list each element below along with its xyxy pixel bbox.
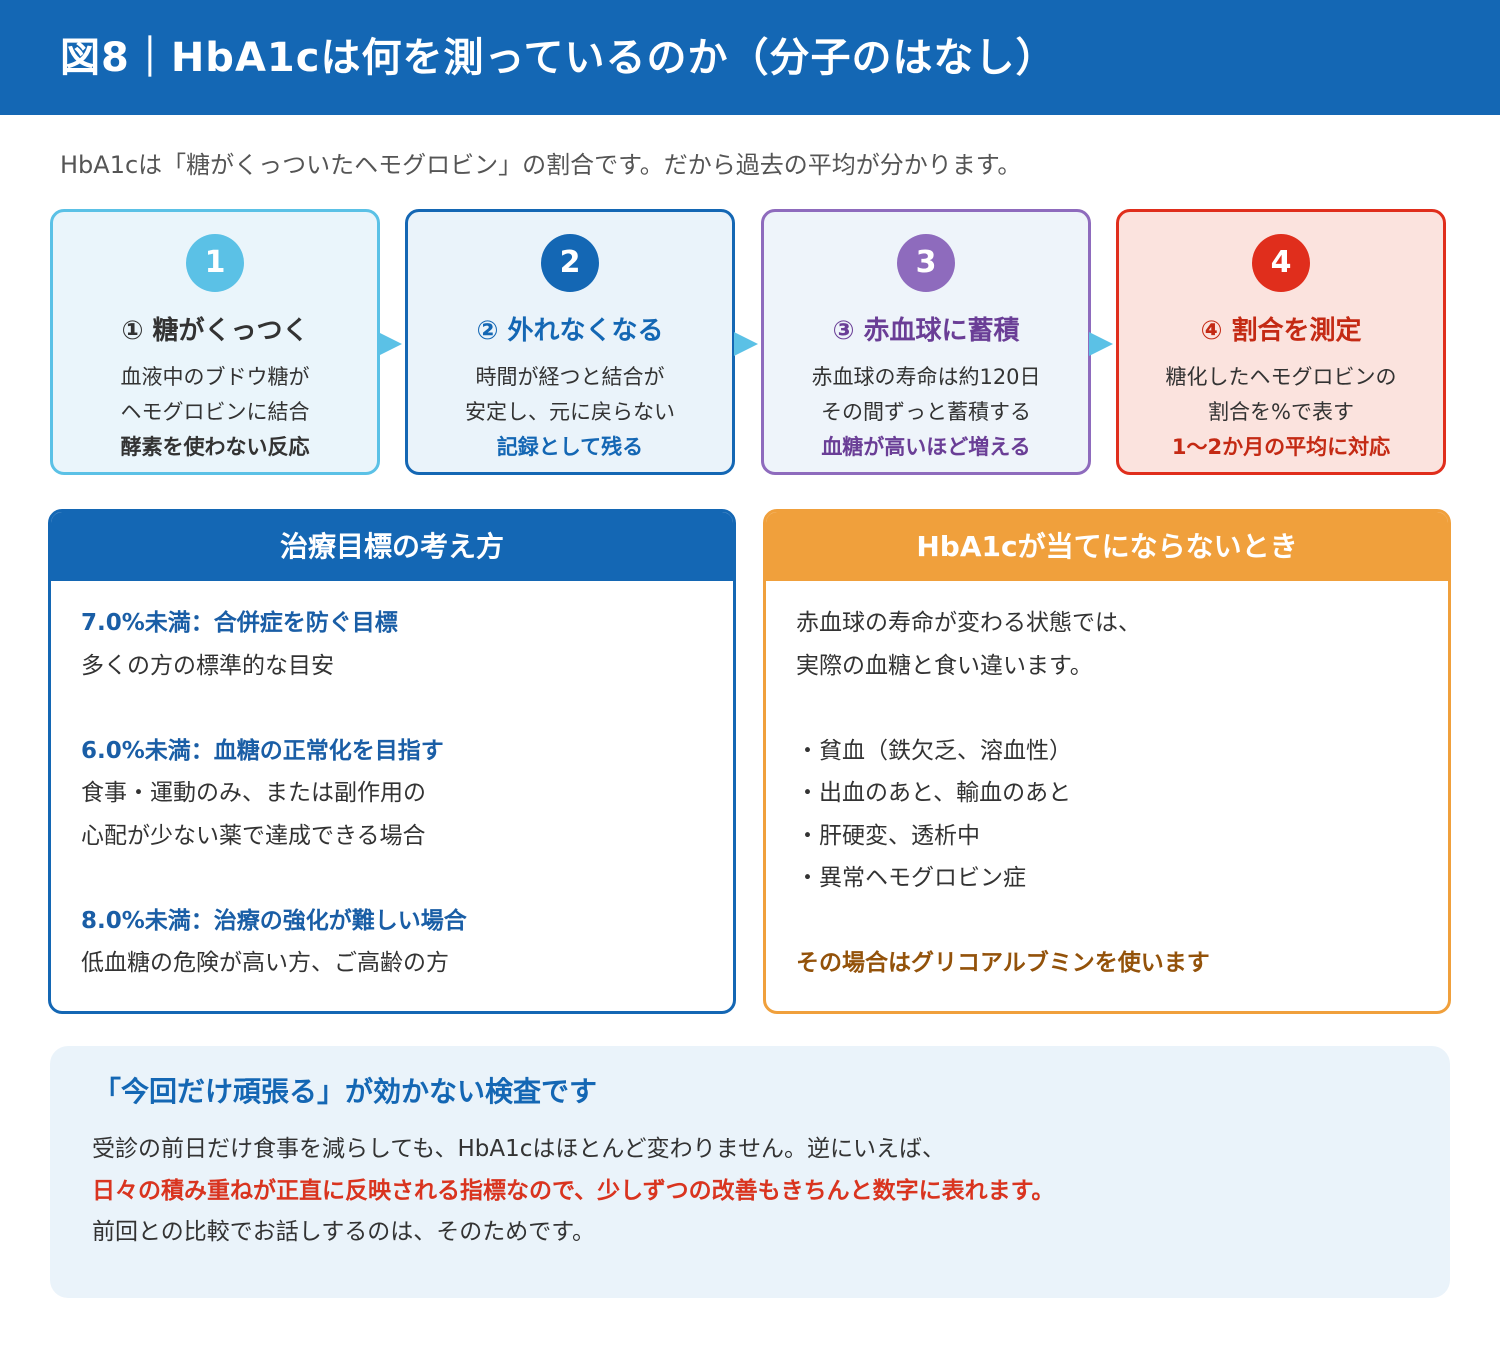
note-box: 「今回だけ頑張る」が効かない検査です 受診の前日だけ食事を減らしても、HbA1c… xyxy=(50,1046,1450,1298)
treatment-targets-panel: 治療目標の考え方 7.0%未満：合併症を防ぐ目標 多くの方の標準的な目安 6.0… xyxy=(48,509,736,1014)
step-title: ② 外れなくなる xyxy=(476,316,664,346)
step-card-1: 1 ① 糖がくっつく 血液中のブドウ糖が ヘモグロビンに結合 酵素を使わない反応 xyxy=(50,209,380,475)
step-text: 血液中のブドウ糖が xyxy=(120,365,310,389)
panel-heading: HbA1cが当てにならないとき xyxy=(766,512,1448,581)
header-bar: 図8｜HbA1cは何を測っているのか（分子のはなし） xyxy=(0,0,1500,115)
caveat-bullet: ・貧血（鉄欠乏、溶血性） xyxy=(796,738,1072,764)
step-title: ③ 赤血球に蓄積 xyxy=(832,316,1020,346)
note-highlight: 日々の積み重ねが正直に反映される指標なので、少しずつの改善もきちんと数字に表れま… xyxy=(92,1178,1055,1204)
caveat-intro: 実際の血糖と食い違います。 xyxy=(796,653,1093,679)
note-text: 受診の前日だけ食事を減らしても、HbA1cはほとんど変わりません。逆にいえば、 xyxy=(92,1136,945,1162)
caveat-intro: 赤血球の寿命が変わる状態では、 xyxy=(796,610,1141,636)
step-text: 糖化したヘモグロビンの xyxy=(1165,365,1397,389)
step-title: ① 糖がくっつく xyxy=(121,316,309,346)
hba1c-caveats-panel: HbA1cが当てにならないとき 赤血球の寿命が変わる状態では、 実際の血糖と食い… xyxy=(763,509,1451,1014)
step-card-2: 2 ② 外れなくなる 時間が経つと結合が 安定し、元に戻らない 記録として残る xyxy=(405,209,735,475)
target-label: 8.0%未満：治療の強化が難しい場合 xyxy=(81,908,467,934)
note-title: 「今回だけ頑張る」が効かない検査です xyxy=(93,1075,598,1108)
step-text: 割合を%で表す xyxy=(1208,400,1354,424)
step-text: ヘモグロビンに結合 xyxy=(120,400,310,424)
step-number-badge: 3 xyxy=(897,234,955,292)
caveat-bullet: ・肝硬変、透析中 xyxy=(796,823,980,849)
target-label: 6.0%未満：血糖の正常化を目指す xyxy=(81,738,444,764)
arrow-right-icon xyxy=(1089,332,1113,356)
step-text: その間ずっと蓄積する xyxy=(821,400,1031,424)
arrow-right-icon xyxy=(378,332,402,356)
target-text: 多くの方の標準的な目安 xyxy=(81,653,334,679)
target-label: 7.0%未満：合併症を防ぐ目標 xyxy=(81,610,398,636)
step-number-badge: 4 xyxy=(1252,234,1310,292)
step-highlight: 記録として残る xyxy=(496,435,644,459)
step-highlight: 1〜2か月の平均に対応 xyxy=(1171,435,1391,459)
subtitle: HbA1cは「糖がくっついたヘモグロビン」の割合です。だから過去の平均が分かりま… xyxy=(60,151,1022,179)
page-title: 図8｜HbA1cは何を測っているのか（分子のはなし） xyxy=(60,35,1057,81)
step-number-badge: 1 xyxy=(186,234,244,292)
target-text: 心配が少ない薬で達成できる場合 xyxy=(81,823,426,849)
step-text: 安定し、元に戻らない xyxy=(465,400,675,424)
target-text: 低血糖の危険が高い方、ご高齢の方 xyxy=(81,950,449,976)
caveat-conclusion: その場合はグリコアルブミンを使います xyxy=(796,950,1210,976)
step-text: 時間が経つと結合が xyxy=(475,365,665,389)
target-text: 食事・運動のみ、または副作用の xyxy=(81,780,426,806)
caveat-bullet: ・異常ヘモグロビン症 xyxy=(796,865,1026,891)
step-highlight: 酵素を使わない反応 xyxy=(120,435,310,459)
arrow-right-icon xyxy=(734,332,758,356)
step-card-4: 4 ④ 割合を測定 糖化したヘモグロビンの 割合を%で表す 1〜2か月の平均に対… xyxy=(1116,209,1446,475)
step-highlight: 血糖が高いほど増える xyxy=(821,435,1031,459)
caveat-bullet: ・出血のあと、輸血のあと xyxy=(796,780,1072,806)
step-title: ④ 割合を測定 xyxy=(1200,316,1362,346)
step-text: 赤血球の寿命は約120日 xyxy=(811,365,1041,389)
step-number-badge: 2 xyxy=(541,234,599,292)
panel-heading: 治療目標の考え方 xyxy=(51,512,733,581)
note-text: 前回との比較でお話しするのは、そのためです。 xyxy=(92,1219,596,1245)
step-card-3: 3 ③ 赤血球に蓄積 赤血球の寿命は約120日 その間ずっと蓄積する 血糖が高い… xyxy=(761,209,1091,475)
